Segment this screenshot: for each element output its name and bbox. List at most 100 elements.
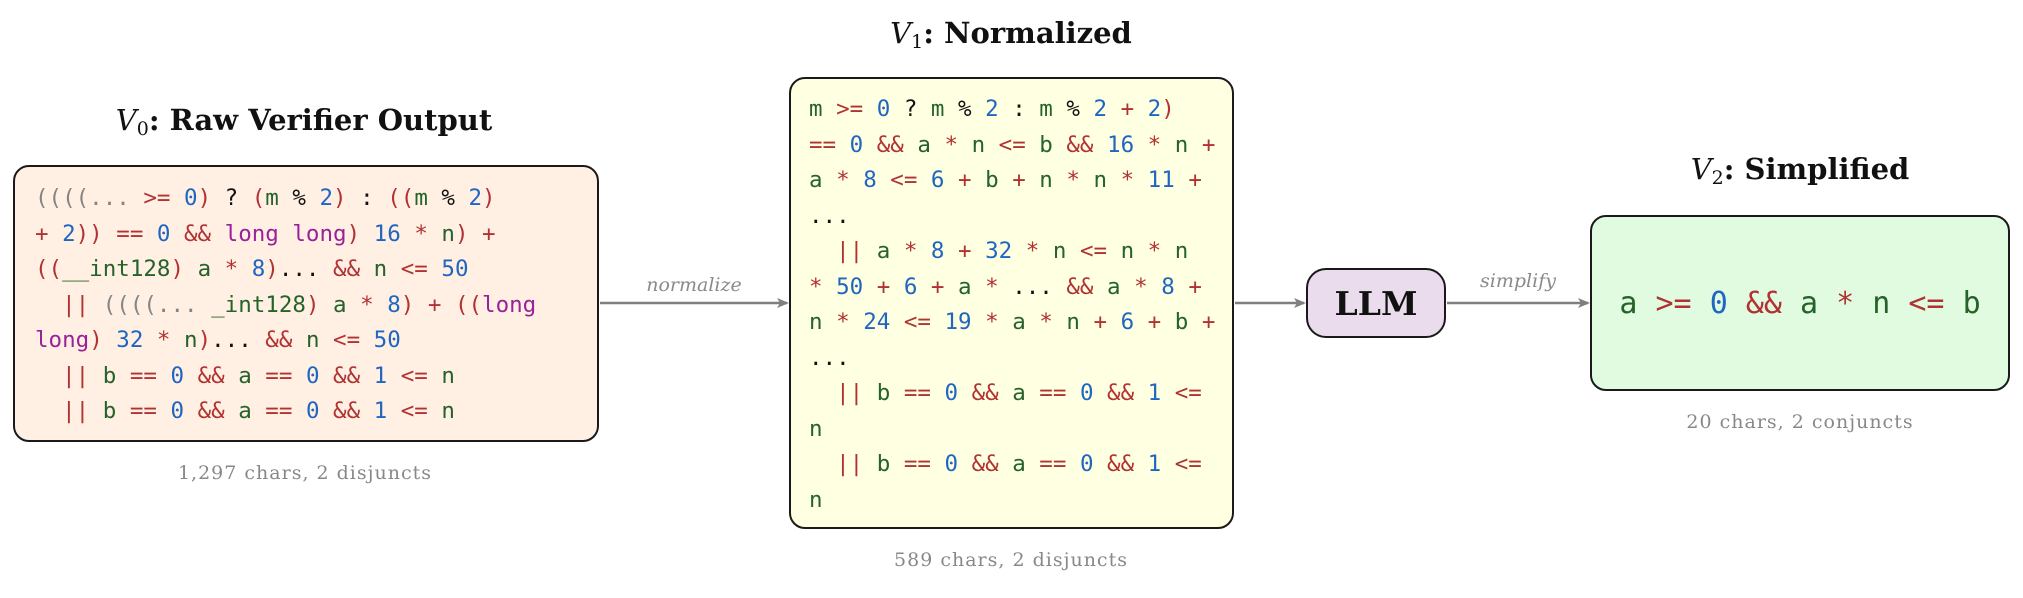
- code-token: ||: [836, 380, 864, 406]
- code-token: [972, 274, 986, 300]
- code-token: [387, 398, 401, 424]
- code-token: 2: [1093, 96, 1108, 122]
- code-token: [917, 238, 931, 264]
- code-token: _int128: [211, 291, 306, 318]
- code-token: ((: [387, 185, 415, 211]
- code-token: n: [971, 131, 986, 158]
- code-token: *: [1025, 238, 1040, 264]
- code-token: m: [1039, 96, 1053, 122]
- code-token: b: [1174, 309, 1189, 335]
- code-token: [1782, 286, 1800, 321]
- code-token: 0: [876, 96, 891, 122]
- code-token: [1161, 380, 1175, 406]
- code-token: <=: [1079, 238, 1108, 264]
- code-token: [1161, 132, 1175, 158]
- code-token: +: [1147, 309, 1162, 335]
- code-token: +: [427, 291, 442, 318]
- code-token: [1107, 309, 1121, 335]
- code-token: [184, 256, 198, 282]
- code-token: n: [441, 362, 455, 389]
- code-token: [823, 167, 837, 193]
- v1-title-sub: 1: [911, 31, 924, 53]
- code-token: 0: [156, 220, 171, 247]
- code-token: +: [876, 273, 891, 300]
- code-token: [89, 398, 103, 424]
- v0-title-sub: 0: [136, 118, 149, 140]
- v1-title: V1: Normalized: [890, 16, 1132, 53]
- code-token: [103, 327, 117, 353]
- code-token: n: [1174, 238, 1189, 264]
- code-token: [1121, 274, 1135, 300]
- code-token: *: [985, 273, 999, 300]
- code-token: 6: [1120, 309, 1135, 335]
- code-token: [1107, 167, 1121, 193]
- code-token: ==: [265, 362, 293, 389]
- code-token: a: [333, 291, 347, 318]
- code-token: [958, 380, 972, 406]
- code-token: +: [958, 167, 972, 193]
- code-token: :: [998, 96, 1040, 122]
- code-line: || b == 0 && a == 0 && 1 <=: [809, 447, 1215, 483]
- code-token: b: [102, 398, 117, 424]
- code-token: [225, 398, 239, 424]
- code-token: *: [1147, 238, 1162, 264]
- code-token: [319, 398, 333, 424]
- code-token: >=: [143, 185, 171, 211]
- code-token: [319, 363, 333, 389]
- code-token: 1: [1147, 451, 1162, 477]
- code-token: [836, 132, 850, 158]
- code-token: __int128: [62, 256, 171, 282]
- code-token: [1134, 167, 1148, 193]
- code-token: n: [1093, 167, 1108, 193]
- code-token: 0: [305, 362, 320, 389]
- code-token: 8: [387, 291, 401, 318]
- code-token: [972, 309, 986, 335]
- code-token: <=: [1908, 285, 1945, 321]
- code-token: ==: [265, 398, 293, 424]
- code-token: 8: [1161, 273, 1175, 300]
- code-token: ): [400, 291, 415, 318]
- code-token: (: [251, 185, 266, 211]
- code-token: [116, 398, 130, 424]
- code-token: ||: [836, 451, 864, 477]
- code-token: a: [917, 131, 931, 158]
- code-token: <=: [333, 327, 361, 353]
- code-token: [1134, 96, 1148, 122]
- code-token: <=: [400, 256, 428, 282]
- code-token: ): [333, 185, 347, 211]
- code-token: +: [1201, 131, 1216, 158]
- code-token: 50: [441, 256, 469, 282]
- code-token: *: [836, 309, 850, 335]
- code-token: ==: [129, 362, 157, 389]
- code-token: [143, 327, 157, 353]
- code-line: || ((((... _int128) a * 8) + ((long: [35, 288, 536, 324]
- code-token: +: [35, 220, 49, 247]
- code-token: &&: [333, 398, 361, 424]
- code-token: 2: [1147, 96, 1162, 122]
- code-token: [252, 398, 266, 424]
- code-token: [999, 167, 1013, 193]
- code-token: n: [441, 220, 455, 247]
- code-token: [292, 398, 306, 424]
- code-token: [184, 398, 198, 424]
- code-token: &&: [197, 398, 225, 424]
- code-token: [1053, 167, 1067, 193]
- code-token: 0: [1079, 451, 1094, 477]
- code-token: &&: [971, 380, 999, 406]
- code-line: n: [809, 483, 1215, 519]
- code-token: [823, 309, 837, 335]
- code-token: <=: [890, 167, 918, 193]
- code-token: 0: [849, 131, 864, 158]
- code-token: [374, 292, 388, 318]
- code-token: ((((...: [35, 185, 144, 211]
- code-token: [89, 363, 103, 389]
- code-token: [170, 221, 184, 247]
- code-token: n: [1120, 238, 1135, 264]
- code-token: ...: [809, 202, 850, 229]
- code-token: [1175, 167, 1189, 193]
- code-token: %: [278, 185, 320, 211]
- code-token: [809, 380, 836, 406]
- code-token: +: [930, 273, 945, 300]
- code-line: || a * 8 + 32 * n <= n * n: [809, 234, 1215, 270]
- code-token: [428, 256, 442, 282]
